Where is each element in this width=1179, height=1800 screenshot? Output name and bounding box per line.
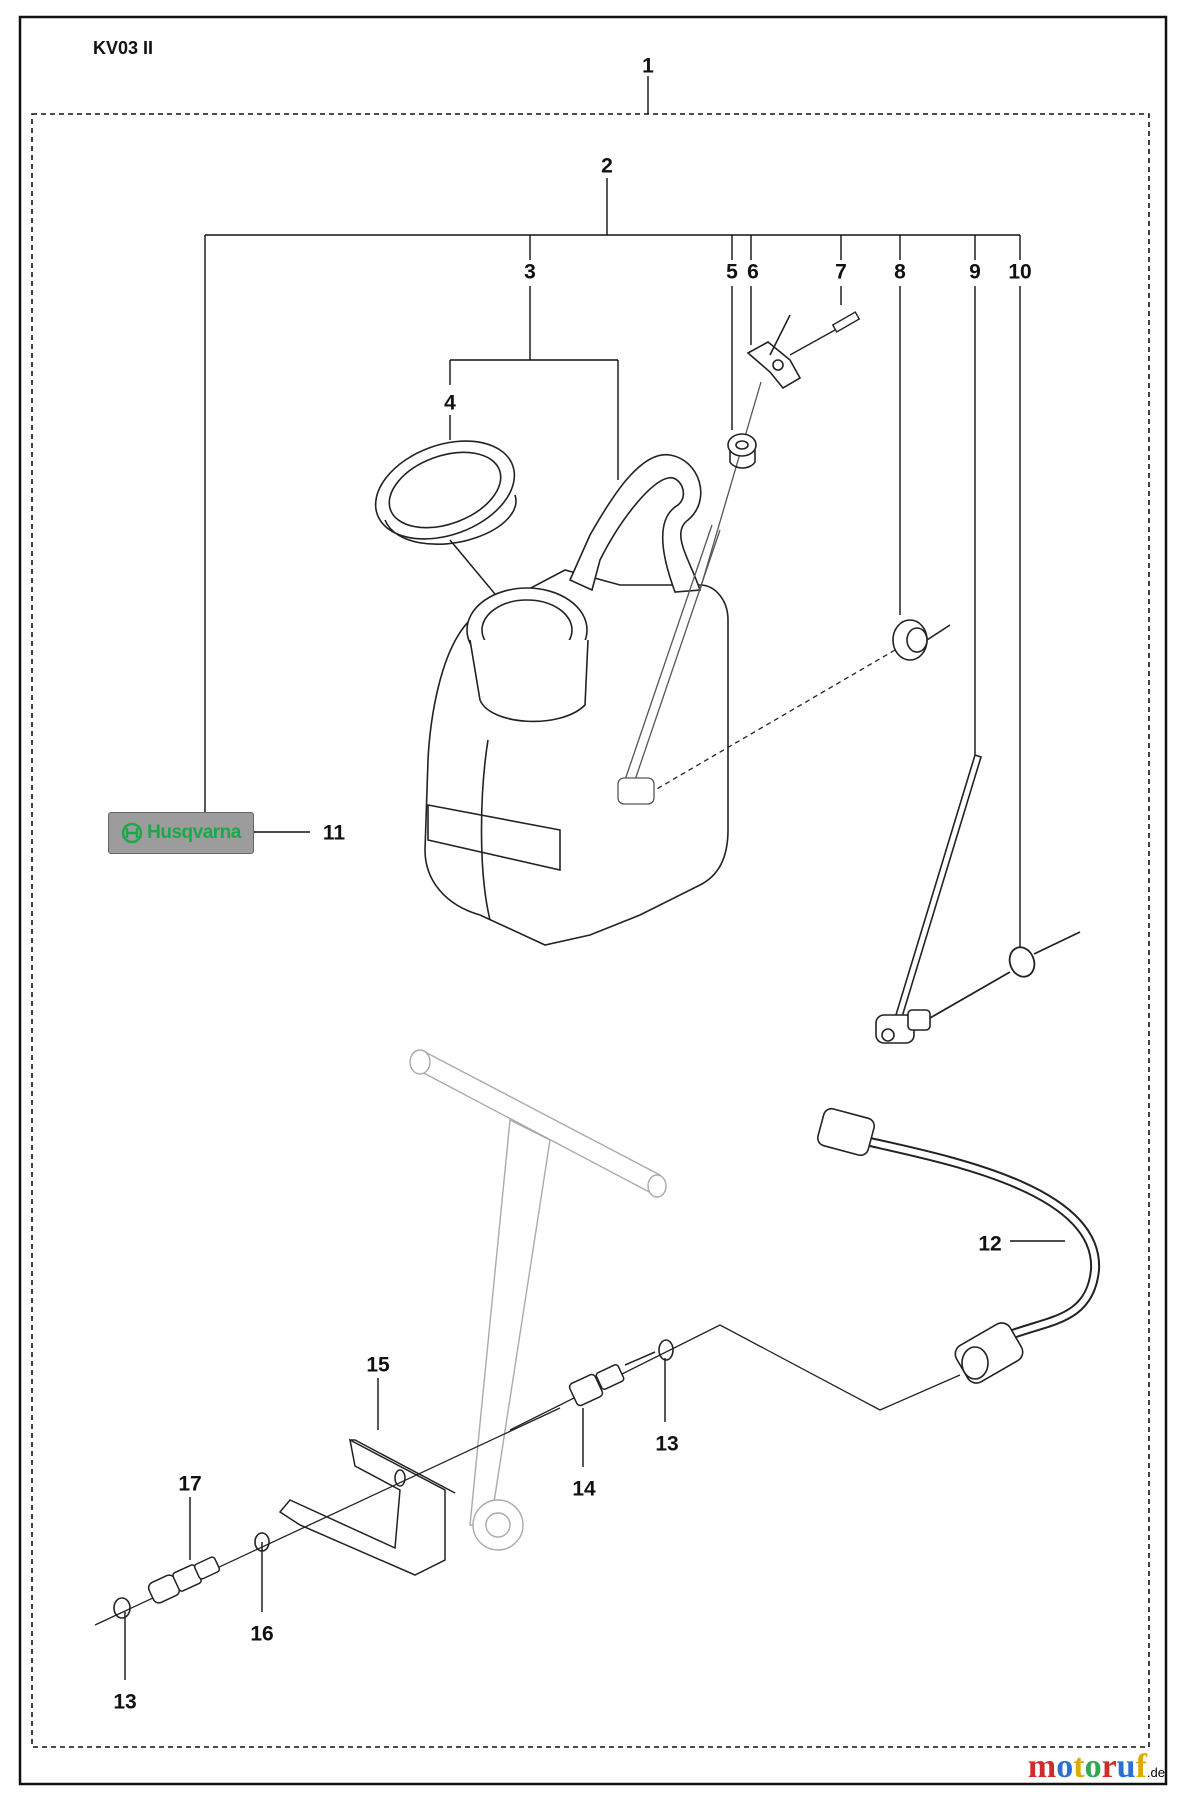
leader-lines [124,76,1065,1680]
nipple [147,1556,221,1604]
watermark-letter: o [1056,1748,1074,1785]
hose-leader [509,1324,961,1431]
watermark-tld: .de [1146,1765,1165,1780]
watermark-letter: f [1135,1748,1147,1785]
bracket [278,1438,456,1576]
hose [816,1107,1101,1384]
callout-14: 14 [572,1477,596,1501]
o-ring-top [929,931,1081,1019]
callout-13-top: 13 [655,1432,679,1456]
callout-10: 10 [1008,260,1032,284]
watermark-name: motoruf [1028,1748,1147,1785]
callout-12: 12 [978,1232,1002,1256]
water-tank [424,454,729,946]
callout-3: 3 [524,260,536,284]
watermark-letter: o [1084,1748,1102,1785]
callout-7: 7 [835,260,847,284]
suction-pipe-outer [875,753,982,1044]
watermark-letter: m [1027,1748,1057,1785]
pin [789,311,861,356]
tank-cap [374,440,517,546]
outer-frame [18,15,1168,1786]
fitting [568,1351,656,1407]
wing-nut [746,314,802,390]
callout-6: 6 [747,260,759,284]
dashed-connection [654,649,896,791]
grommet [727,433,757,469]
callout-8: 8 [894,260,906,284]
watermark-letter: u [1116,1748,1136,1785]
callout-15: 15 [366,1353,390,1377]
suction-pipe [617,381,762,805]
o-ring-bottom [113,1597,131,1619]
o-ring-middle [658,1339,674,1361]
watermark-letter: r [1101,1748,1117,1785]
callout-9: 9 [969,260,981,284]
brand-name: Husqvarna [147,822,241,843]
husqvarna-logo-icon [121,822,143,844]
assembly-frame [31,113,1150,1748]
brand-label: Husqvarna [108,812,254,854]
callout-1: 1 [642,54,654,78]
machine-frame [409,1049,667,1551]
callout-2: 2 [601,154,613,178]
connector-nut [892,619,951,661]
diagram-title: KV03 II [93,38,154,58]
callout-13-bottom: 13 [113,1690,137,1714]
watermark-letter: t [1073,1748,1085,1785]
watermark: motoruf.de [1028,1748,1165,1786]
o-ring-16 [254,1532,270,1552]
callout-16: 16 [250,1622,274,1646]
callout-5: 5 [726,260,738,284]
callout-11: 11 [322,821,346,845]
callout-17: 17 [178,1472,202,1496]
callout-4: 4 [444,391,456,415]
